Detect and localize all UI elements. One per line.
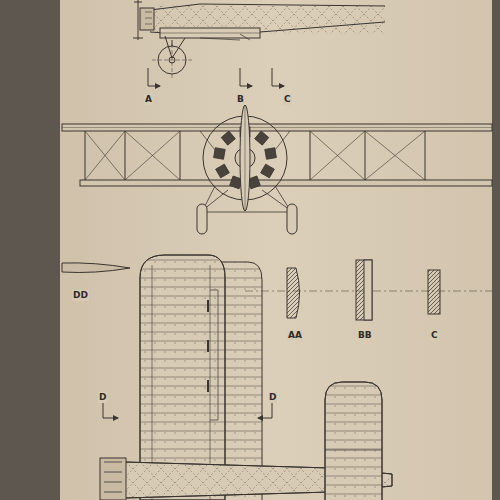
section-label: B	[236, 94, 245, 105]
section-label: DD	[72, 290, 89, 301]
engine-cylinder	[265, 148, 277, 160]
engine-cylinder	[214, 148, 226, 160]
section-label: D	[268, 392, 277, 403]
section-label: C	[430, 330, 439, 341]
section-label: C	[283, 94, 292, 105]
engine-cylinder	[255, 131, 269, 145]
section-label: BB	[357, 330, 373, 341]
section-label: D	[98, 392, 107, 403]
engine-cylinder	[216, 164, 230, 178]
section-label: AA	[287, 330, 303, 341]
engine-cylinder	[221, 131, 235, 145]
engine-cylinder	[261, 164, 275, 178]
section-label: A	[144, 94, 153, 105]
